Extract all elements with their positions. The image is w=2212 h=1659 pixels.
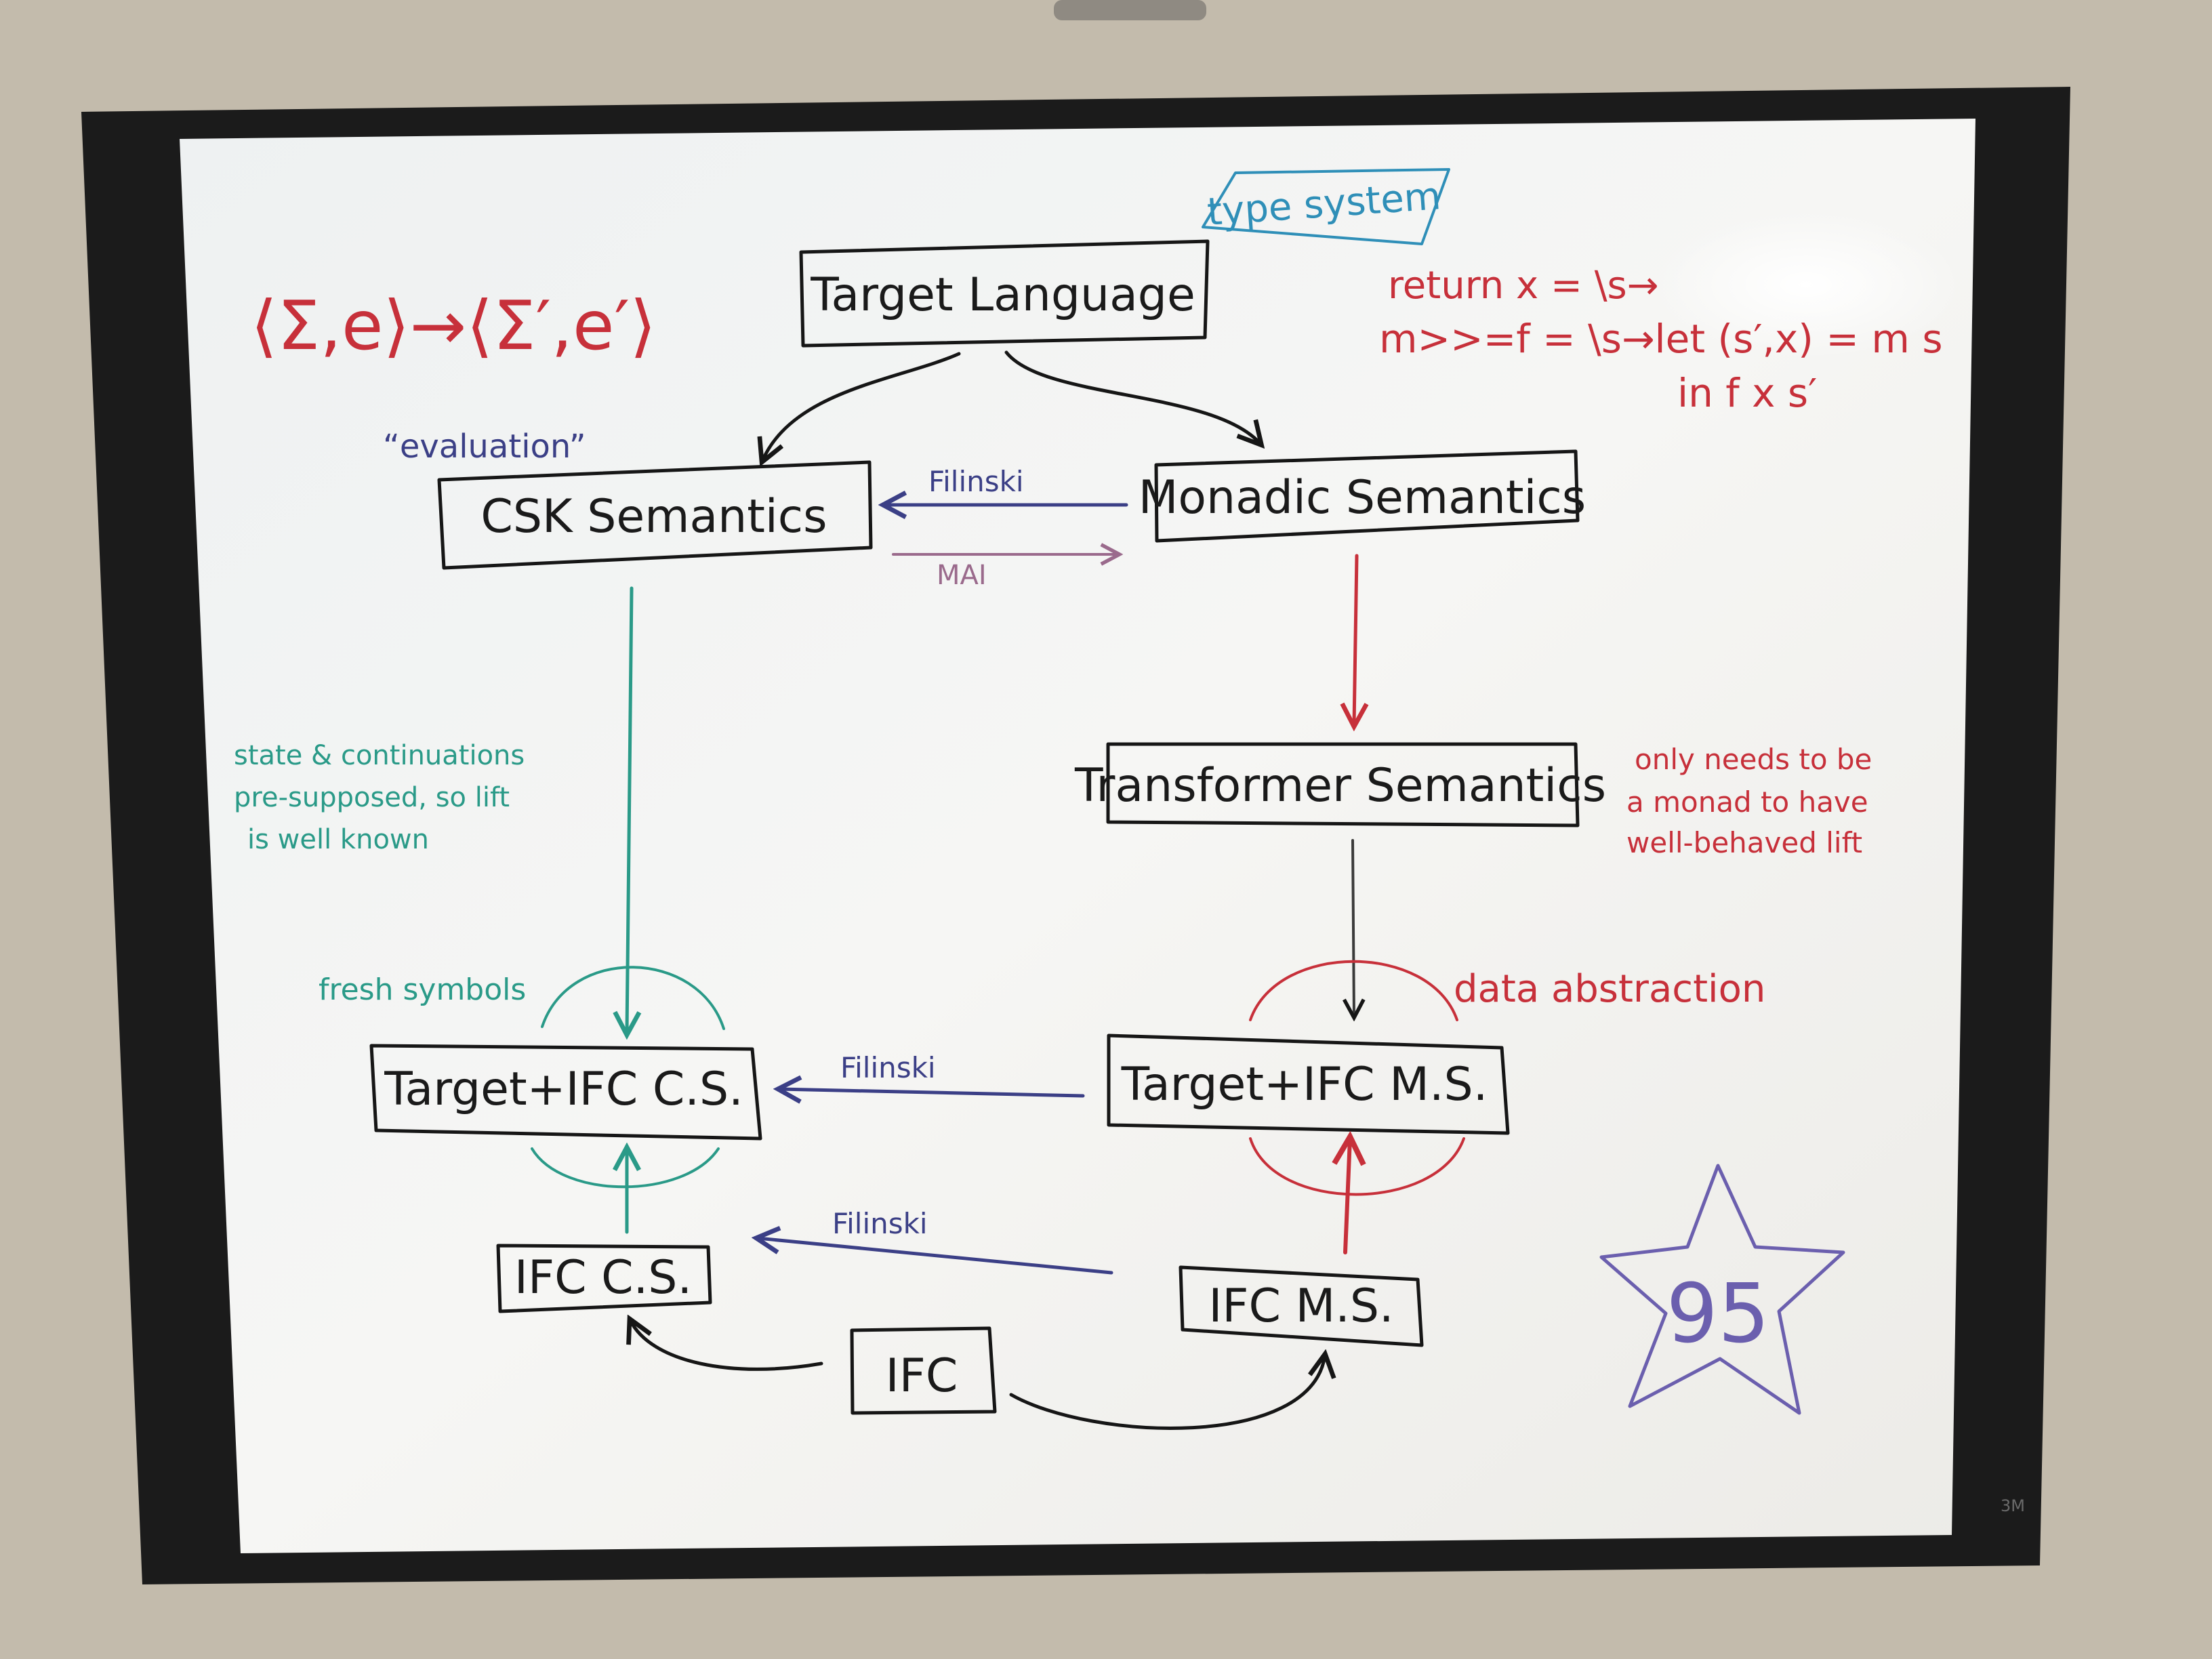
star-doodle: 95 <box>1599 1164 1845 1415</box>
node-csk-semantics: CSK Semantics <box>437 460 873 570</box>
state-note-line-3: is well known <box>247 824 429 855</box>
node-ifc-ms: IFC M.S. <box>1179 1265 1424 1347</box>
node-ifc-cs: IFC C.S. <box>496 1244 712 1313</box>
bind-definition: m>>=f = \s→let (s′,x) = m s <box>1379 316 1943 362</box>
red-arc-bottom <box>1249 1137 1465 1196</box>
wall-clip <box>1054 0 1206 20</box>
light-glare <box>1650 210 1962 359</box>
edge-label-mai: MAI <box>937 560 987 591</box>
edge-target-to-csk <box>762 352 961 461</box>
node-label: Target+IFC M.S. <box>1121 1058 1488 1111</box>
edge-filinski-mid <box>779 1089 1085 1096</box>
edge-monadic-to-transformer <box>1354 554 1357 725</box>
node-label: IFC M.S. <box>1208 1279 1393 1333</box>
edge-label-filinski-mid: Filinski <box>840 1051 936 1084</box>
node-target-ifc-ms: Target+IFC M.S. <box>1107 1033 1510 1135</box>
node-transformer-semantics: Transformer Semantics <box>1074 742 1606 827</box>
node-label: CSK Semantics <box>480 490 827 544</box>
edge-ifc-ms-to-target-ifc-ms <box>1345 1139 1350 1254</box>
state-continuations-note: state & continuations pre-supposed, so l… <box>234 740 525 855</box>
evaluation-label: “evaluation” <box>383 428 586 466</box>
edge-ifc-to-ifc-ms <box>1009 1355 1325 1430</box>
edge-label-filinski-bottom: Filinski <box>832 1207 928 1240</box>
data-abstraction-label: data abstraction <box>1454 967 1765 1011</box>
node-label: IFC <box>886 1349 958 1403</box>
node-label: Monadic Semantics <box>1139 471 1586 525</box>
star-icon <box>1599 1164 1845 1415</box>
brand-logo: 3M <box>2001 1496 2025 1515</box>
node-target-language: Target Language <box>799 239 1210 348</box>
node-label: Target+IFC C.S. <box>384 1063 743 1116</box>
node-monadic-semantics: Monadic Semantics <box>1139 449 1586 543</box>
monad-note-line-1: only needs to be <box>1635 743 1872 776</box>
edge-ifc-to-ifc-cs <box>630 1320 823 1371</box>
star-number: 95 <box>1666 1267 1770 1361</box>
state-note-line-2: pre-supposed, so lift <box>234 782 510 813</box>
edge-filinski-bottom <box>758 1238 1113 1275</box>
transition-rule: ⟨Σ,e⟩→⟨Σ′,e′⟩ <box>251 286 656 365</box>
monad-note-line-3: well-behaved lift <box>1626 826 1862 859</box>
bind-definition-continued: in f x s′ <box>1677 370 1817 416</box>
node-label: Target Language <box>810 268 1195 322</box>
edge-label-filinski-top: Filinski <box>928 465 1024 498</box>
fresh-symbols-label: fresh symbols <box>319 972 526 1007</box>
edge-csk-to-target-ifc-cs <box>627 586 632 1033</box>
state-note-line-1: state & continuations <box>234 740 525 771</box>
teal-arc-top <box>541 966 725 1030</box>
edge-transformer-to-target-ifc-ms <box>1353 839 1354 1017</box>
node-label: IFC C.S. <box>514 1251 692 1305</box>
node-label: Transformer Semantics <box>1074 759 1606 813</box>
teal-arc-bottom <box>531 1147 720 1189</box>
monad-lift-note: only needs to be a monad to have well-be… <box>1626 743 1872 859</box>
monad-note-line-2: a monad to have <box>1626 785 1868 819</box>
return-definition: return x = \s→ <box>1388 264 1659 308</box>
edge-target-to-monadic <box>1004 350 1261 444</box>
node-target-ifc-cs: Target+IFC C.S. <box>369 1044 762 1141</box>
red-arc-top <box>1249 960 1458 1021</box>
node-ifc: IFC <box>850 1326 997 1415</box>
